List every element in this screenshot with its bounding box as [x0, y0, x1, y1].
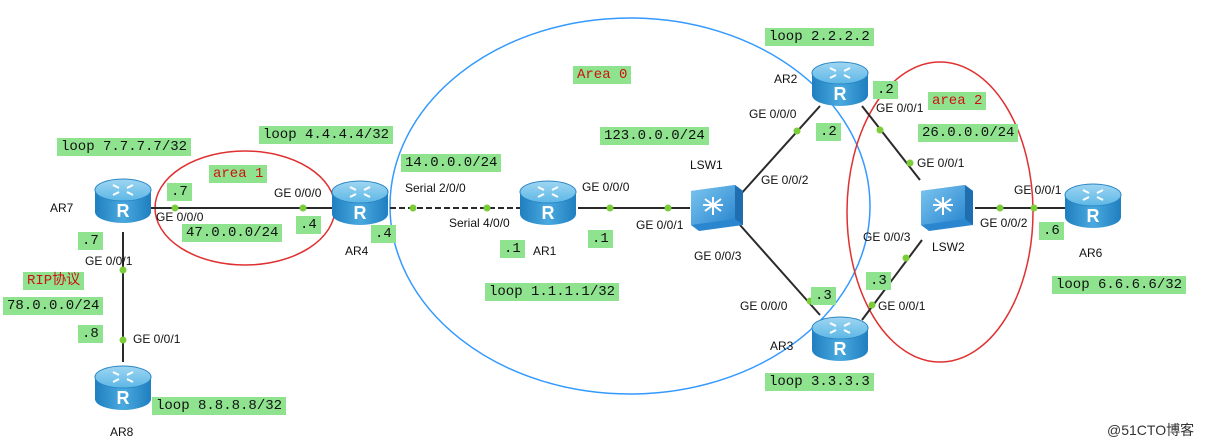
network-47: 47.0.0.0/24 [182, 224, 283, 242]
network-123: 123.0.0.0/24 [600, 127, 709, 145]
host-ar4-14: .4 [371, 225, 396, 243]
area-2-boundary [846, 61, 1034, 363]
device-name-ar4: AR4 [345, 244, 369, 258]
area-0-boundary [389, 17, 871, 395]
host-ar3-123: .3 [811, 287, 836, 305]
router-ar7-icon[interactable] [93, 177, 153, 225]
device-name-ar7: AR7 [50, 201, 74, 215]
switch-lsw1-icon[interactable] [689, 183, 745, 233]
link-lsw1-ar2 [739, 105, 821, 196]
loopback-ar2: loop 2.2.2.2 [765, 28, 874, 46]
port-ar6-ge001: GE 0/0/1 [1014, 183, 1062, 197]
host-ar2-26: .2 [873, 81, 898, 99]
loopback-ar4: loop 4.4.4.4/32 [259, 126, 394, 144]
router-ar6-icon[interactable] [1063, 182, 1123, 230]
device-name-ar8: AR8 [110, 425, 134, 439]
port-ar3-ge001: GE 0/0/1 [878, 299, 926, 313]
loopback-ar7: loop 7.7.7.7/32 [57, 138, 192, 156]
loopback-ar1: loop 1.1.1.1/32 [485, 283, 620, 301]
host-ar3-26: .3 [866, 272, 891, 290]
port-lsw2-ge003: GE 0/0/3 [863, 230, 911, 244]
link-ar2-lsw2 [861, 105, 921, 181]
device-name-lsw1: LSW1 [690, 158, 723, 172]
port-lsw2-ge002: GE 0/0/2 [980, 216, 1028, 230]
rip-protocol-text: RIP协议 [27, 273, 81, 289]
device-name-ar1: AR1 [533, 244, 557, 258]
host-ar6-26: .6 [1039, 222, 1064, 240]
area-0-label: Area 0 [573, 66, 632, 84]
port-ar2-ge001: GE 0/0/1 [876, 101, 924, 115]
watermark-text: @51CTO博客 [1107, 422, 1195, 438]
device-name-ar3: AR3 [770, 339, 794, 353]
host-ar4-47: .4 [296, 216, 321, 234]
area-1-label: area 1 [209, 165, 268, 183]
router-ar2-icon[interactable] [810, 60, 870, 108]
host-ar2-123: .2 [816, 123, 841, 141]
port-ar4-ge000: GE 0/0/0 [274, 186, 322, 200]
port-ar7-ge001: GE 0/0/1 [85, 254, 133, 268]
port-lsw1-ge003: GE 0/0/3 [694, 249, 742, 263]
router-ar8-icon[interactable] [93, 364, 153, 412]
host-ar7-47: .7 [167, 183, 192, 201]
port-ar3-ge000: GE 0/0/0 [740, 299, 788, 313]
host-ar1-123: .1 [588, 230, 613, 248]
device-name-ar2: AR2 [774, 72, 798, 86]
network-14: 14.0.0.0/24 [401, 154, 502, 172]
port-ar8-ge001: GE 0/0/1 [133, 332, 181, 346]
device-name-lsw2: LSW2 [932, 240, 965, 254]
switch-lsw2-icon[interactable] [919, 183, 975, 233]
port-dots [119, 126, 1038, 344]
loopback-ar8: loop 8.8.8.8/32 [152, 397, 287, 415]
host-ar7-78: .7 [78, 232, 103, 250]
loopback-ar6: loop 6.6.6.6/32 [1052, 276, 1187, 294]
router-ar1-icon[interactable] [518, 179, 578, 227]
port-lsw2-ge001: GE 0/0/1 [917, 156, 965, 170]
network-26: 26.0.0.0/24 [918, 124, 1019, 142]
port-ar4-serial200: Serial 2/0/0 [405, 181, 466, 195]
port-lsw1-ge001: GE 0/0/1 [636, 218, 684, 232]
port-ar2-ge000: GE 0/0/0 [749, 107, 797, 121]
area-1-text: area 1 [213, 166, 264, 182]
area-0-text: Area 0 [577, 67, 628, 83]
area-2-text: area 2 [932, 93, 983, 109]
port-ar7-ge000: GE 0/0/0 [156, 210, 204, 224]
host-ar8-78: .8 [78, 325, 103, 343]
area-2-label: area 2 [928, 92, 987, 110]
loopback-ar3: loop 3.3.3.3 [765, 373, 874, 391]
port-ar1-ge000: GE 0/0/0 [582, 180, 630, 194]
port-ar1-serial400: Serial 4/0/0 [449, 216, 510, 230]
device-name-ar6: AR6 [1079, 246, 1103, 260]
host-ar1-14: .1 [500, 240, 525, 258]
router-ar3-icon[interactable] [810, 315, 870, 363]
rip-protocol-label: RIP协议 [23, 272, 85, 290]
network-78: 78.0.0.0/24 [3, 297, 104, 315]
router-ar4-icon[interactable] [330, 179, 390, 227]
port-lsw1-ge002: GE 0/0/2 [761, 173, 809, 187]
